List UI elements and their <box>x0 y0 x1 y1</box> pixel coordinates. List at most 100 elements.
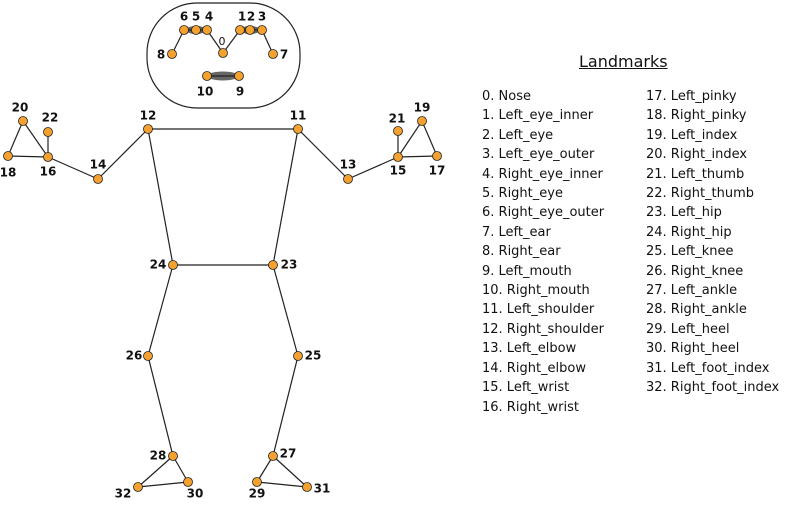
connection-27-29 <box>256 455 274 483</box>
legend-item: 8. Right_ear <box>482 244 561 260</box>
legend-item: 4. Right_eye_inner <box>482 166 603 182</box>
landmark-label-8: 8 <box>157 48 165 62</box>
legend-column-left: 0. Nose 1. Left_eye_inner 2. Left_eye 3.… <box>482 87 604 417</box>
legend-item: 1. Left_eye_inner <box>482 108 594 124</box>
legend-item: 26. Right_knee <box>646 263 744 279</box>
landmark-label-13: 13 <box>340 158 357 172</box>
connection-15-17 <box>397 155 438 158</box>
landmark-point-26 <box>143 351 153 361</box>
landmark-label-24: 24 <box>150 258 167 272</box>
connection-27-31 <box>272 455 308 488</box>
connection-11-13 <box>297 128 349 180</box>
legend-title: Landmarks <box>579 52 668 71</box>
connection-29-31 <box>256 481 308 488</box>
landmark-label-19: 19 <box>414 101 431 115</box>
landmark-label-16: 16 <box>40 165 57 179</box>
legend-item: 11. Left_shoulder <box>482 302 595 318</box>
landmark-point-8 <box>167 49 177 59</box>
landmark-label-27: 27 <box>280 447 297 461</box>
landmark-label-12: 12 <box>140 109 157 123</box>
landmark-point-19 <box>417 116 427 126</box>
landmark-points <box>3 25 442 492</box>
legend-item: 31. Left_foot_index <box>646 360 770 376</box>
legend-column-right: 17. Left_pinky 18. Right_pinky 19. Left_… <box>646 87 779 398</box>
connection-12-14 <box>97 128 149 180</box>
connection-11-23 <box>272 128 299 266</box>
landmark-label-14: 14 <box>90 158 107 172</box>
legend-item: 32. Right_foot_index <box>646 380 780 396</box>
landmark-point-22 <box>43 127 53 137</box>
landmark-point-2 <box>245 25 255 35</box>
landmark-point-13 <box>343 174 353 184</box>
legend-item: 17. Left_pinky <box>646 89 737 104</box>
connection-16-18 <box>7 155 49 158</box>
legend-item: 30. Right_heel <box>646 341 740 357</box>
landmark-label-28: 28 <box>150 449 167 463</box>
legend-item: 6. Right_eye_outer <box>482 205 605 221</box>
skeleton-connections <box>7 29 438 488</box>
legend-item: 19. Left_index <box>646 127 738 143</box>
landmark-point-5 <box>191 25 201 35</box>
landmark-point-24 <box>168 260 178 270</box>
landmark-point-20 <box>18 116 28 126</box>
landmark-label-6: 6 <box>180 10 188 24</box>
legend-item: 12. Right_shoulder <box>482 321 604 337</box>
landmark-point-14 <box>93 174 103 184</box>
legend-item: 21. Left_thumb <box>646 166 745 182</box>
landmark-label-17: 17 <box>429 164 446 178</box>
connection-28-32 <box>137 455 174 488</box>
legend-item: 23. Left_hip <box>646 205 722 221</box>
landmark-point-9 <box>234 71 244 81</box>
landmark-label-20: 20 <box>12 101 29 115</box>
legend-item: 20. Right_index <box>646 147 748 163</box>
landmark-point-3 <box>257 25 267 35</box>
connection-30-32 <box>137 481 189 488</box>
legend-item: 22. Right_thumb <box>646 186 755 202</box>
landmark-point-29 <box>252 477 262 487</box>
legend-item: 29. Left_heel <box>646 321 730 337</box>
landmark-label-26: 26 <box>126 349 143 363</box>
legend-item: 25. Left_knee <box>646 244 734 260</box>
landmark-label-15: 15 <box>390 164 407 178</box>
landmark-label-30: 30 <box>187 487 204 501</box>
connection-25-27 <box>272 355 299 457</box>
landmark-label-29: 29 <box>249 487 266 501</box>
legend-item: 3. Left_eye_outer <box>482 147 595 163</box>
landmark-label-25: 25 <box>305 349 322 363</box>
landmark-label-10: 10 <box>197 85 214 99</box>
connection-14-16 <box>47 156 99 180</box>
legend-item: 10. Right_mouth <box>482 283 590 299</box>
connection-18-20 <box>7 120 24 157</box>
landmark-point-16 <box>43 152 53 162</box>
landmark-point-7 <box>268 49 278 59</box>
legend-item: 24. Right_hip <box>646 224 732 240</box>
landmark-point-4 <box>202 25 212 35</box>
landmark-label-0: 0 <box>219 35 226 48</box>
landmark-label-21: 21 <box>389 112 406 126</box>
landmark-label-4: 4 <box>205 10 213 24</box>
connection-24-26 <box>147 264 174 357</box>
legend-item: 7. Left_ear <box>482 224 551 240</box>
landmark-label-7: 7 <box>280 48 288 62</box>
legend-item: 2. Left_eye <box>482 127 554 143</box>
legend-item: 16. Right_wrist <box>482 399 579 415</box>
landmark-label-9: 9 <box>236 85 244 99</box>
head-outline <box>146 2 301 109</box>
landmark-point-25 <box>293 351 303 361</box>
legend-item: 27. Left_ankle <box>646 283 738 299</box>
landmark-label-3: 3 <box>258 10 266 24</box>
landmark-label-1: 1 <box>238 10 246 24</box>
legend-item: 5. Right_eye <box>482 186 563 202</box>
connection-16-20 <box>22 120 49 158</box>
landmark-label-22: 22 <box>42 111 59 125</box>
landmark-point-30 <box>183 477 193 487</box>
legend-item: 9. Left_mouth <box>482 263 572 279</box>
connection-15-19 <box>397 120 423 158</box>
landmark-label-32: 32 <box>115 487 132 501</box>
legend-item: 28. Right_ankle <box>646 302 747 318</box>
landmark-point-15 <box>393 152 403 162</box>
connection-26-28 <box>147 355 174 457</box>
landmark-point-11 <box>293 124 303 134</box>
legend-item: 15. Left_wrist <box>482 380 570 396</box>
